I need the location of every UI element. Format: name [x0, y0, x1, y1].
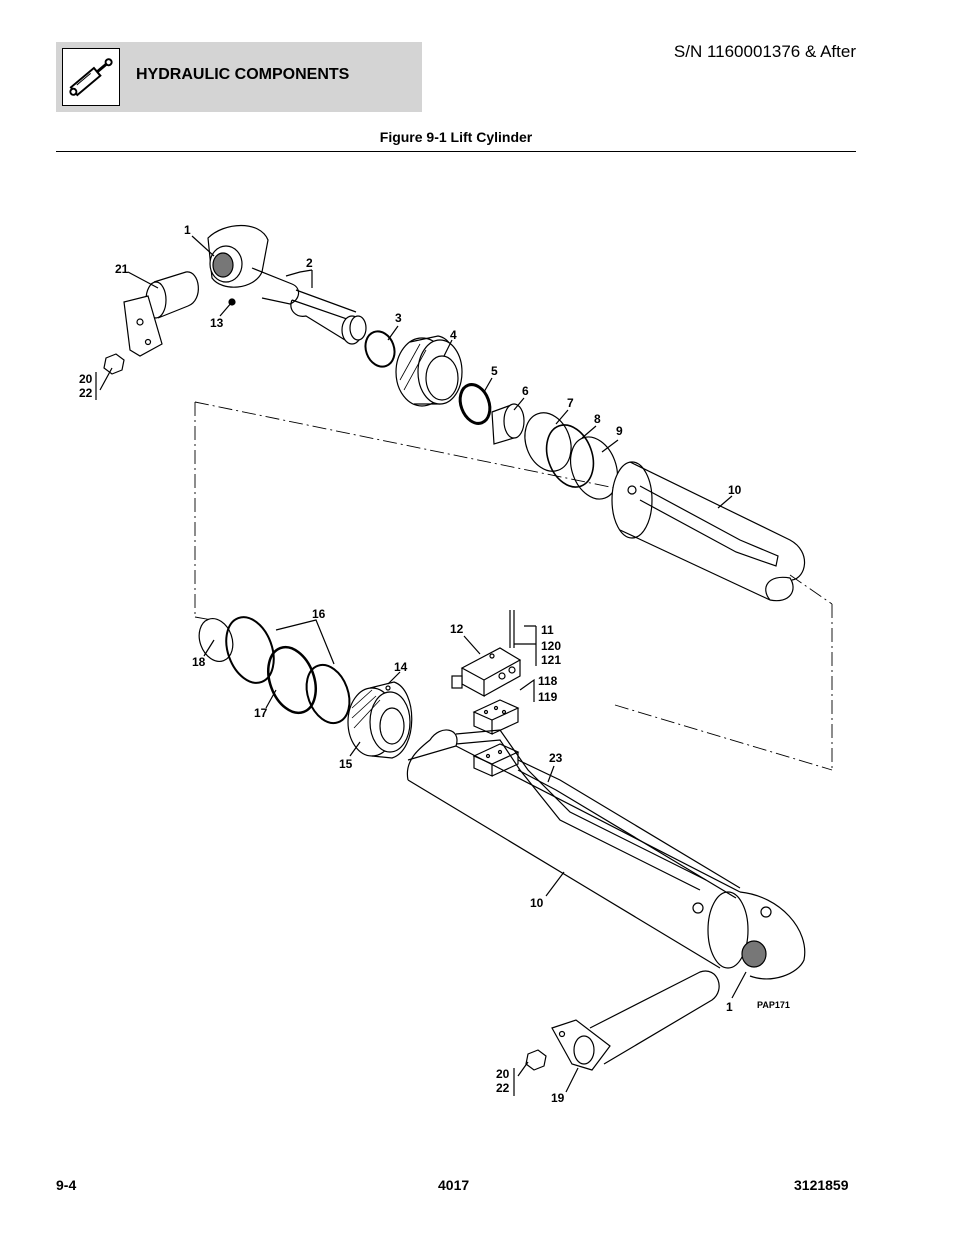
callout-9: 9 [616, 424, 623, 438]
callout-20-bottom: 20 [496, 1067, 510, 1081]
callout-16: 16 [312, 607, 326, 621]
callout-14: 14 [394, 660, 408, 674]
leader-lines [95, 235, 747, 1096]
callout-6: 6 [522, 384, 529, 398]
hydraulic-cylinder-icon [62, 48, 120, 106]
callout-8: 8 [594, 412, 601, 426]
callout-118: 118 [538, 674, 558, 688]
figure-title: Figure 9-1 Lift Cylinder [379, 129, 533, 145]
model-number: 4017 [438, 1177, 470, 1193]
rod-eye-top [207, 225, 367, 345]
callout-22-top: 22 [79, 386, 93, 400]
callout-10-bottom: 10 [530, 896, 544, 910]
callout-10-top: 10 [728, 483, 742, 497]
callouts: 1 21 2 13 3 4 20 22 5 6 7 8 9 10 16 12 1… [79, 223, 790, 1105]
section-title: HYDRAULIC COMPONENTS [136, 66, 350, 83]
callout-20-top: 20 [79, 372, 93, 386]
pin-top [103, 271, 199, 375]
cylinder-head [347, 681, 413, 759]
callout-21: 21 [115, 262, 129, 276]
serial-number: S/N 1160001376 & After [673, 42, 856, 61]
callout-121: 121 [541, 653, 561, 667]
phantom-outline [194, 401, 833, 771]
manifold-blocks [472, 699, 520, 777]
callout-15: 15 [339, 757, 353, 771]
callout-12: 12 [450, 622, 464, 636]
callout-2: 2 [306, 256, 313, 270]
callout-1-bottom: 1 [726, 1000, 733, 1014]
barrel-top [611, 461, 806, 602]
callout-19: 19 [551, 1091, 565, 1105]
page-number: 9-4 [56, 1177, 77, 1193]
callout-22-bottom: 22 [496, 1081, 510, 1095]
callout-3: 3 [395, 311, 402, 325]
document-number: 3121859 [794, 1177, 849, 1193]
callout-5: 5 [491, 364, 498, 378]
header-divider [56, 151, 856, 152]
callout-120: 120 [541, 639, 561, 653]
callout-1-top: 1 [184, 223, 191, 237]
callout-17: 17 [254, 706, 268, 720]
callout-4: 4 [450, 328, 457, 342]
piston [395, 335, 463, 407]
callout-11: 11 [541, 623, 554, 637]
callout-18: 18 [192, 655, 206, 669]
figure-code: PAP171 [757, 1000, 790, 1010]
callout-7: 7 [567, 396, 574, 410]
holding-valve [451, 610, 522, 698]
callout-13: 13 [210, 316, 224, 330]
barrel-bottom [406, 729, 806, 980]
callout-23: 23 [549, 751, 563, 765]
callout-119: 119 [538, 690, 558, 704]
pin-bottom [525, 970, 720, 1071]
